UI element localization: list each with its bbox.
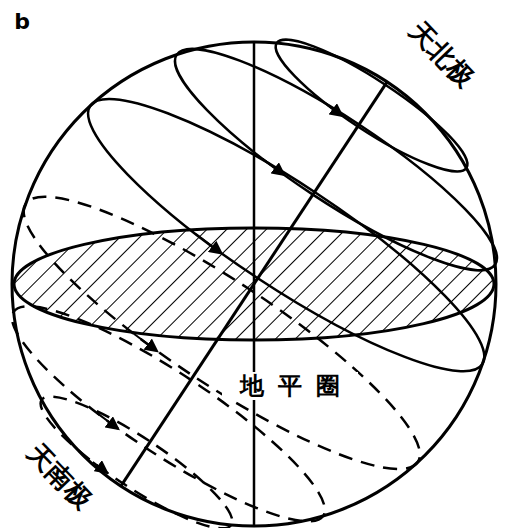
pole-label: 天南极	[24, 439, 97, 513]
figure-letter: b	[14, 11, 30, 33]
polar-axis	[121, 82, 387, 486]
diurnal-circle	[0, 278, 346, 528]
horizon-label: 地平圈	[222, 372, 358, 400]
diurnal-circles	[0, 20, 506, 528]
motion-arrow	[93, 462, 104, 470]
motion-arrow	[196, 234, 218, 250]
diurnal-circle	[62, 63, 506, 408]
celestial-sphere-outline	[12, 42, 496, 526]
motion-arrow	[132, 332, 154, 348]
pole-label: 天北极	[406, 17, 479, 91]
diurnal-circle	[28, 379, 245, 528]
diurnal-circle	[0, 161, 446, 506]
